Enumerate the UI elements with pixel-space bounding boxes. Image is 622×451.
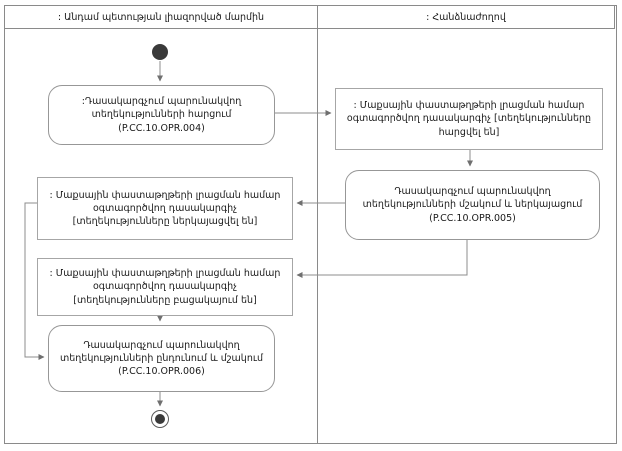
activity-process-and-present-info-label: Դասակարգչում պարունակվող տեղեկություններ… bbox=[362, 186, 583, 224]
object-classifier-info-absent: : Մաքսային փաստաթղթերի լրացման համար օգտ… bbox=[37, 258, 293, 316]
lane-header-member-state-label: : Անդամ պետության լիազորված մարմին bbox=[57, 11, 265, 23]
swimlane-header-row: : Անդամ պետության լիազորված մարմին : Հան… bbox=[4, 5, 615, 29]
final-node-inner-dot bbox=[155, 414, 165, 424]
object-classifier-info-absent-label: : Մաքսային փաստաթղթերի լրացման համար օգտ… bbox=[49, 268, 281, 306]
lane-header-commission-label: : Հանձնաժողով bbox=[426, 11, 506, 23]
lane-header-member-state: : Անդամ պետության լիազորված մարմին bbox=[5, 6, 318, 28]
final-node-icon bbox=[151, 410, 169, 428]
activity-process-and-present-info: Դասակարգչում պարունակվող տեղեկություններ… bbox=[345, 170, 600, 240]
object-classifier-info-presented-label: : Մաքսային փաստաթղթերի լրացման համար օգտ… bbox=[49, 189, 281, 228]
lane-header-commission: : Հանձնաժողով bbox=[318, 6, 614, 28]
object-classifier-info-requested: : Մաքսային փաստաթղթերի լրացման համար օգտ… bbox=[335, 88, 603, 150]
initial-node-icon bbox=[152, 44, 168, 60]
object-classifier-info-requested-label: : Մաքսային փաստաթղթերի լրացման համար օգտ… bbox=[346, 100, 592, 138]
activity-receive-and-process-info: Դասակարգչում պարունակվող տեղեկություններ… bbox=[48, 325, 275, 392]
swimlane-divider bbox=[317, 29, 318, 444]
activity-receive-and-process-info-label: Դասակարգչում պարունակվող տեղեկություններ… bbox=[60, 339, 263, 378]
activity-request-classifier-info-label: :Դասակարգչում պարունակվող տեղեկություննե… bbox=[81, 96, 242, 134]
object-classifier-info-presented: : Մաքսային փաստաթղթերի լրացման համար օգտ… bbox=[37, 177, 293, 240]
activity-request-classifier-info: :Դասակարգչում պարունակվող տեղեկություննե… bbox=[48, 85, 275, 145]
